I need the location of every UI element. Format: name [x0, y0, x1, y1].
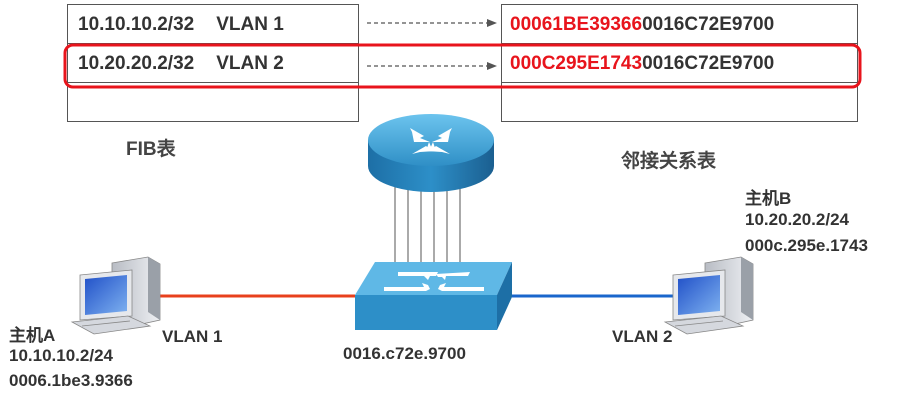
computer-icon	[663, 256, 754, 335]
computer-icon	[70, 256, 161, 335]
fib-ip: 10.20.20.2/32	[78, 53, 195, 74]
host-a-mac: 0006.1be3.9366	[9, 371, 133, 390]
vlan2-label: VLAN 2	[612, 327, 673, 346]
router-icon	[368, 114, 494, 192]
switch-mac: 0016.c72e.9700	[343, 344, 466, 363]
arrow-right-icon	[367, 19, 497, 27]
dest-mac: 000C295E1743	[510, 53, 643, 74]
fib-row: 10.20.20.2/32 VLAN 2	[68, 44, 358, 83]
adjacency-table: 00061BE393660016C72E9700 000C295E1743001…	[501, 4, 858, 122]
fib-vlan: VLAN 1	[216, 14, 284, 35]
host-a-name: 主机A	[9, 326, 56, 345]
host-b-name: 主机B	[745, 189, 792, 208]
adjacency-table-caption: 邻接关系表	[621, 151, 717, 172]
src-mac: 0016C72E9700	[642, 14, 775, 35]
fib-table: 10.10.10.2/32 VLAN 1 10.20.20.2/32 VLAN 2	[67, 4, 359, 122]
fib-ip: 10.10.10.2/32	[78, 14, 195, 35]
arrow-right-icon	[367, 62, 497, 70]
adjacency-row: 000C295E17430016C72E9700	[502, 44, 857, 83]
fib-table-caption: FIB表	[126, 139, 176, 160]
highlight-box	[63, 43, 862, 89]
switch-icon	[355, 262, 512, 330]
src-mac: 0016C72E9700	[642, 53, 775, 74]
router-switch-connectors	[394, 185, 461, 268]
dest-mac: 00061BE39366	[510, 14, 643, 35]
host-b-mac: 000c.295e.1743	[745, 236, 868, 255]
vlan1-label: VLAN 1	[162, 327, 223, 346]
host-b-ip: 10.20.20.2/24	[745, 210, 849, 229]
host-a-ip: 10.10.10.2/24	[9, 346, 113, 365]
fib-vlan: VLAN 2	[216, 53, 284, 74]
